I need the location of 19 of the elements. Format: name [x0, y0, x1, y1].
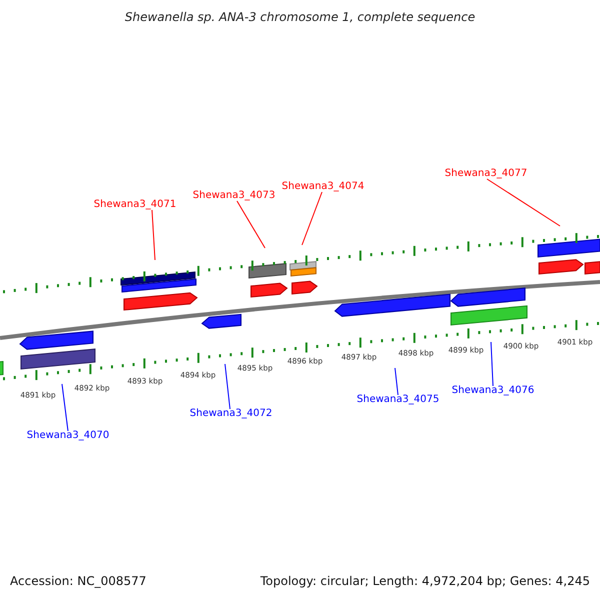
- chart-title: Shewanella sp. ANA-3 chromosome 1, complete sequence: [124, 11, 476, 23]
- gene-label: Shewana3_4071: [94, 200, 176, 210]
- accession-text: Accession: NC_008577: [10, 575, 146, 587]
- genome-info-text: Topology: circular; Length: 4,972,204 bp; Genes: 4,245: [260, 575, 590, 587]
- gene-label: Shewana3_4075: [356, 395, 440, 405]
- leader-line: [490, 342, 494, 386]
- leader-line: [302, 192, 322, 246]
- gene-label: Shewana3_4070: [26, 431, 110, 441]
- gene-label: Shewana3_4077: [444, 169, 528, 179]
- leader-line: [486, 178, 560, 226]
- leader-line: [236, 200, 266, 248]
- leader-line: [152, 210, 156, 260]
- leader-line: [394, 368, 398, 396]
- gene-label: Shewana3_4074: [282, 182, 364, 192]
- leader-line: [224, 364, 230, 410]
- gene-label: Shewana3_4076: [452, 386, 534, 396]
- leader-line: [62, 384, 68, 432]
- gene-label: Shewana3_4072: [190, 409, 272, 419]
- gene-label: Shewana3_4073: [192, 191, 276, 201]
